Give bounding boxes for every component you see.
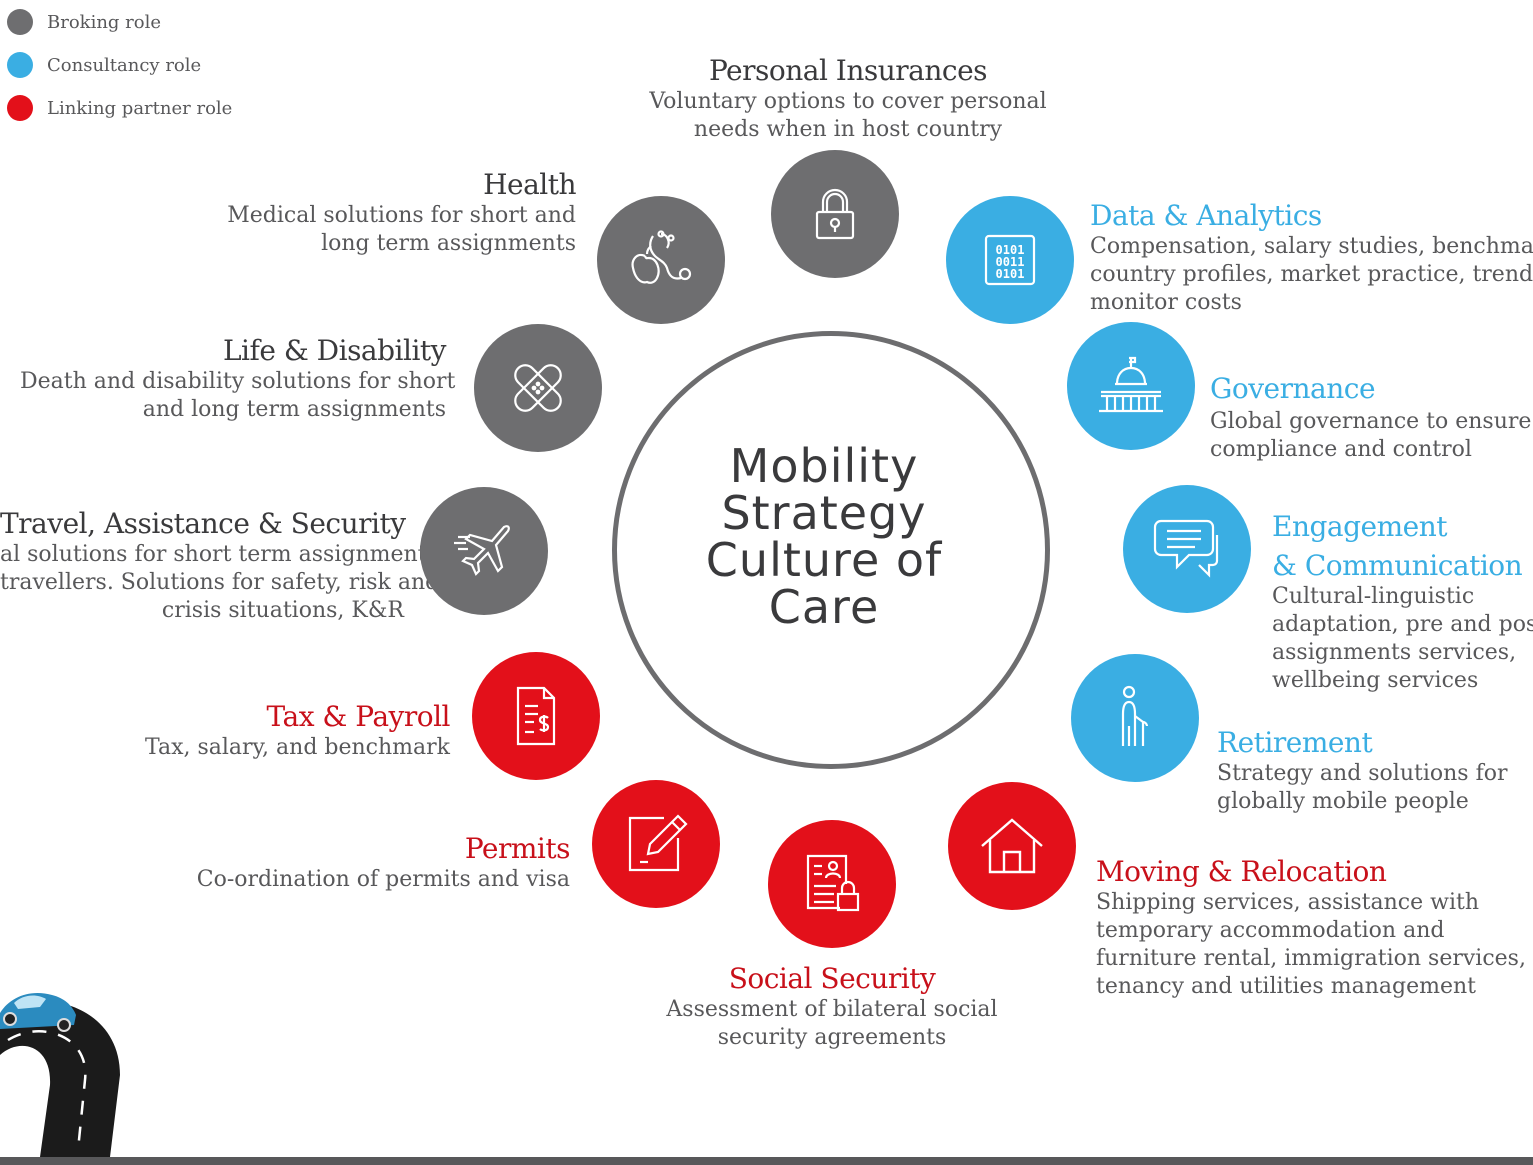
document-pen-icon	[628, 814, 688, 872]
airplane-icon	[454, 525, 510, 576]
house-icon	[981, 818, 1043, 874]
node-desc: Death and disability solutions for short	[20, 369, 456, 394]
legend-label: Consultancy role	[47, 54, 202, 76]
legend-label: Broking role	[47, 11, 162, 33]
legend-dot-linking	[7, 95, 33, 121]
node-desc: needs when in host country	[693, 117, 1003, 142]
node-desc: Shipping services, assistance with	[1096, 890, 1479, 915]
capitol-building-icon	[1099, 356, 1163, 413]
social-security-text: Social Security Assessment of bilateral …	[632, 962, 1032, 1052]
personal-insurances-text: Personal Insurances Voluntary options to…	[648, 54, 1048, 144]
node-desc: monitor costs	[1090, 290, 1242, 315]
car-icon	[0, 993, 76, 1032]
legend-dot-consultancy	[7, 52, 33, 78]
health-text: Health Medical solutions for short and l…	[176, 168, 576, 258]
node-desc: compliance and control	[1210, 437, 1472, 462]
data-analytics-text: Data & Analytics Compensation, salary st…	[1090, 199, 1533, 317]
node-desc: assignments services,	[1272, 640, 1517, 665]
moving-node	[948, 782, 1076, 910]
node-title: Health	[483, 168, 576, 201]
center-title: Mobility Strategy Culture of Care	[705, 439, 943, 634]
node-title: Social Security	[728, 962, 936, 995]
node-title: Travel, Assistance & Security	[0, 507, 406, 540]
life-disability-text: Life & Disability Death and disability s…	[20, 334, 456, 424]
node-desc: globally mobile people	[1217, 789, 1469, 814]
node-desc: wellbeing services	[1272, 668, 1479, 693]
node-title: Engagement	[1272, 510, 1448, 543]
data-analytics-node: 0101 0011 0101	[946, 196, 1074, 324]
node-desc: Tax, salary, and benchmark	[145, 735, 450, 760]
node-desc: tenancy and utilities management	[1096, 974, 1476, 999]
node-desc: Voluntary options to cover personal	[649, 89, 1047, 114]
node-title: & Communication	[1272, 549, 1523, 582]
node-desc: country profiles, market practice, trend…	[1090, 262, 1533, 287]
moving-text: Moving & Relocation Shipping services, a…	[1096, 855, 1526, 1001]
travel-node	[420, 487, 548, 615]
bandage-icon	[514, 364, 562, 412]
personal-insurances-node	[771, 150, 899, 278]
binary-text: 0011	[996, 255, 1025, 269]
legend-item-consultancy: Consultancy role	[7, 52, 201, 78]
travel-text: Travel, Assistance & Security al solutio…	[0, 507, 440, 625]
node-desc: Strategy and solutions for	[1217, 761, 1508, 786]
binary-text: 0101	[996, 267, 1025, 281]
governance-node	[1067, 322, 1195, 450]
center-ring	[612, 331, 1050, 769]
node-desc: furniture rental, immigration services,	[1096, 946, 1526, 971]
retirement-node	[1071, 654, 1199, 782]
permits-node	[592, 780, 720, 908]
road-car-illustration	[0, 993, 120, 1157]
node-desc: Global governance to ensure	[1210, 409, 1532, 434]
id-card-lock-icon	[806, 854, 860, 912]
node-desc: long term assignments	[321, 231, 576, 256]
stethoscope-apple-icon	[631, 230, 692, 284]
engagement-node	[1123, 485, 1251, 613]
tax-payroll-node	[472, 652, 600, 780]
legend-item-broking: Broking role	[7, 9, 161, 35]
node-desc: crisis situations, K&R	[161, 598, 404, 623]
bottom-bar	[0, 1157, 1533, 1165]
node-title: Retirement	[1217, 726, 1373, 759]
node-title: Permits	[464, 832, 571, 865]
governance-text: Governance Global governance to ensure c…	[1210, 372, 1532, 464]
health-node	[597, 196, 725, 324]
life-disability-node	[474, 324, 602, 452]
binary-text: 0101	[996, 243, 1025, 257]
legend-label: Linking partner role	[47, 97, 233, 119]
binary-data-icon: 0101 0011 0101	[984, 234, 1036, 286]
node-desc: al solutions for short term assignments	[0, 542, 438, 567]
engagement-text: Engagement & Communication Cultural-ling…	[1272, 510, 1533, 695]
invoice-dollar-icon	[516, 686, 556, 746]
permits-text: Permits Co-ordination of permits and vis…	[170, 832, 571, 894]
elderly-person-icon	[1121, 685, 1149, 746]
node-desc: Medical solutions for short and	[227, 203, 576, 228]
tax-payroll-text: Tax & Payroll Tax, salary, and benchmark	[100, 700, 451, 762]
legend-dot-broking	[7, 9, 33, 35]
node-desc: Assessment of bilateral social	[666, 997, 998, 1022]
node-title: Governance	[1210, 372, 1376, 405]
node-title: Data & Analytics	[1090, 199, 1322, 232]
node-title: Life & Disability	[222, 334, 447, 367]
chat-bubbles-icon	[1153, 519, 1219, 578]
padlock-icon	[815, 188, 855, 240]
node-desc: and long term assignments	[142, 397, 446, 422]
social-security-node	[768, 820, 896, 948]
node-desc: Co-ordination of permits and visa	[196, 867, 570, 892]
retirement-text: Retirement Strategy and solutions for gl…	[1217, 726, 1517, 816]
node-title: Personal Insurances	[708, 54, 988, 87]
node-title: Moving & Relocation	[1096, 855, 1387, 888]
node-title: Tax & Payroll	[266, 700, 451, 733]
node-desc: adaptation, pre and post	[1272, 612, 1533, 637]
node-desc: Compensation, salary studies, benchmark,	[1090, 234, 1533, 259]
legend-item-linking: Linking partner role	[7, 95, 232, 121]
node-desc: temporary accommodation and	[1096, 918, 1445, 943]
node-desc: security agreements	[717, 1025, 947, 1050]
node-desc: travellers. Solutions for safety, risk a…	[0, 570, 440, 595]
node-desc: Cultural-linguistic	[1272, 584, 1475, 609]
